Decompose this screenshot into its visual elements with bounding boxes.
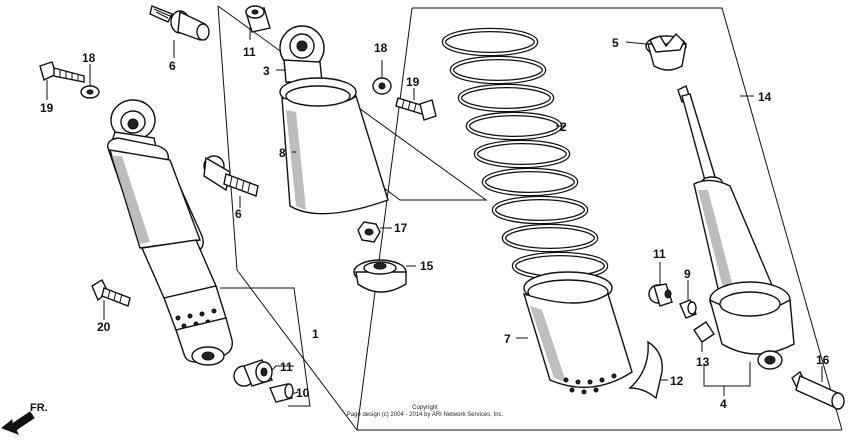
part-9-collar[interactable] xyxy=(679,280,697,319)
part-13-washer[interactable] xyxy=(693,321,715,352)
callout-19-left: 19 xyxy=(40,101,54,115)
callout-15: 15 xyxy=(420,259,434,273)
part-8-upper-cover[interactable] xyxy=(279,77,389,215)
cover-holes xyxy=(563,373,617,395)
part-6-middle-stud-bolt[interactable] xyxy=(203,155,259,208)
callout-1: 1 xyxy=(312,327,319,341)
callout-9: 9 xyxy=(684,267,691,281)
adjuster-holes xyxy=(175,308,217,329)
part-18-left-washer[interactable] xyxy=(80,64,100,99)
part-14-damper-unit[interactable] xyxy=(677,85,795,370)
callout-11-right: 11 xyxy=(653,247,666,261)
front-direction-arrow: FR. xyxy=(1,402,48,435)
callout-13: 13 xyxy=(696,355,710,369)
callout-20: 20 xyxy=(97,320,111,334)
callout-12: 12 xyxy=(670,374,684,388)
part-16-pivot-bolt[interactable] xyxy=(791,366,845,410)
part-11-upper-bushing[interactable] xyxy=(245,5,271,40)
direction-label: FR. xyxy=(30,402,48,414)
part-18-right-washer[interactable] xyxy=(372,60,392,95)
group-frame-lines xyxy=(217,5,843,431)
callout-5: 5 xyxy=(612,36,619,50)
callout-19-right: 19 xyxy=(406,75,420,89)
part-7-spring-guide-cover[interactable] xyxy=(516,271,633,395)
callout-3: 3 xyxy=(263,64,270,78)
part-2-coil-spring[interactable] xyxy=(441,27,609,281)
callout-16: 16 xyxy=(816,353,830,367)
part-3-upper-joint[interactable] xyxy=(276,25,325,83)
callout-17: 17 xyxy=(394,221,408,235)
part-15-rubber-bushing[interactable] xyxy=(353,259,416,293)
part-10-collar[interactable] xyxy=(269,383,299,403)
part-11-right-bushing[interactable] xyxy=(648,262,673,307)
copyright-notice: Copyright Page design (c) 2004 - 2014 by… xyxy=(347,405,504,418)
callout-18-left: 18 xyxy=(82,51,96,65)
copyright-line-2: Page design (c) 2004 - 2014 by ARI Netwo… xyxy=(347,412,504,418)
callout-labels: 1 2 3 4 5 6 6 7 8 9 10 11 11 11 12 13 14… xyxy=(40,36,830,411)
callout-6-upper: 6 xyxy=(169,59,176,73)
part-12-clip[interactable] xyxy=(628,340,668,400)
callout-11-upper: 11 xyxy=(243,45,256,59)
part-19-right-bolt[interactable] xyxy=(395,88,437,121)
part-1-shock-absorber-assembly[interactable] xyxy=(107,99,311,407)
callout-8: 8 xyxy=(279,146,286,160)
part-17-nut[interactable] xyxy=(357,221,392,243)
callout-6-middle: 6 xyxy=(235,207,242,221)
part-20-bolt[interactable] xyxy=(91,279,131,320)
callout-14: 14 xyxy=(758,90,772,104)
callout-4-bracket xyxy=(703,362,751,396)
part-11-lower-bushing[interactable] xyxy=(233,359,294,387)
part-5-adjuster-nut[interactable] xyxy=(625,32,687,71)
part-19-left-bolt[interactable] xyxy=(39,61,85,100)
callout-4: 4 xyxy=(720,397,727,411)
callout-7: 7 xyxy=(504,332,511,346)
callout-11-lower: 11 xyxy=(280,360,293,374)
part-6-upper-stud-bolt[interactable] xyxy=(149,5,210,58)
callout-10: 10 xyxy=(296,386,310,400)
copyright-line-1: Copyright xyxy=(412,405,438,411)
callout-18-right: 18 xyxy=(374,41,388,55)
callout-2: 2 xyxy=(560,120,567,134)
